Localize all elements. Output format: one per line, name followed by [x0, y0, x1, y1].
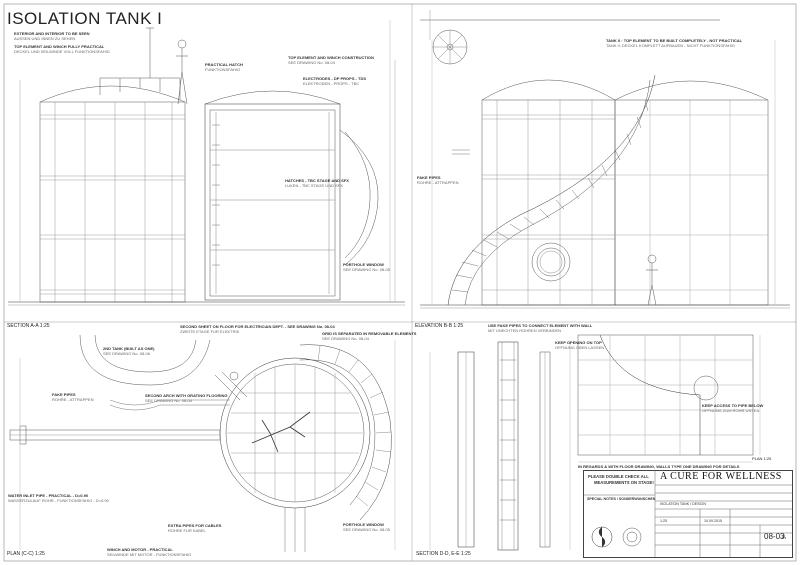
note-second-sheet: SECOND SHEET ON FLOOR FOR ELECTRICIAN DE…: [180, 324, 335, 334]
tb-special-notes: SPECIAL NOTES / SONDERWUNSCHEN: [587, 497, 656, 501]
plan-cc-drawing: [9, 334, 396, 552]
human-figure-bb: [647, 254, 657, 264]
title-block-grid: [583, 470, 793, 558]
studio-logo: [591, 526, 642, 548]
tank-bb-body: [481, 99, 616, 306]
note-tank-two: TANK II : TOP ELEMENT TO BE BUILT COMPLE…: [606, 38, 743, 48]
section-aa-label: SECTION A-A 1:25: [7, 323, 50, 329]
note-connect-wall: USE FAKE PIPES TO CONNECT ELEMENT WITH W…: [488, 323, 593, 333]
small-plan-frame: [577, 334, 754, 456]
title-block: [583, 470, 793, 558]
section-tank-body: [204, 103, 341, 301]
left-tank-dome: [39, 85, 186, 103]
note-second-tank: 2ND TANK (BUILT AS ONE)SEE DRAWING No. 0…: [103, 346, 155, 356]
tb-date: 10.09.2015: [704, 519, 722, 523]
section-bb-label: ELEVATION B-B 1:25: [415, 323, 464, 329]
section-cc-label: PLAN (C-C) 1:25: [7, 551, 45, 557]
small-plan-arc: [599, 334, 701, 455]
porthole-window: [531, 242, 571, 282]
tb-scale: 1:25: [660, 519, 667, 523]
sheet-title: ISOLATION TANK I: [7, 9, 163, 28]
left-tank-body: [39, 101, 186, 303]
human-figure-aa: [177, 39, 187, 49]
tank-bb2-body: [614, 99, 769, 306]
plan-spiral-stair: [299, 344, 392, 521]
sheet-frame: [3, 3, 797, 562]
section-aa-drawing: [8, 20, 405, 306]
wall-section-e: [497, 341, 519, 551]
tank-bb-dome: [481, 79, 616, 101]
small-plan-label: PLAN 1:25: [752, 456, 772, 461]
section-dd-drawing: [429, 334, 761, 551]
note-floor-drawing: IN REGARDS & WITH FLOOR DRAWING, WALLS T…: [578, 464, 740, 469]
tb-brand: A CURE FOR WELLNESS: [660, 471, 782, 482]
tb-sheet-number: 08-03: [764, 532, 785, 541]
tb-warning-title: PLEASE DOUBLE CHECK ALL: [588, 474, 649, 479]
section-dd-label: SECTION D-D, E-E 1:25: [416, 551, 471, 557]
human-figure-plan: [251, 411, 311, 453]
tb-drawing-name: ISOLATION TANK / DESIGN: [660, 502, 706, 506]
tb-warning-sub: MEASUREMENTS ON STAGE!: [594, 480, 654, 485]
section-tank-dome: [204, 90, 341, 105]
tank-bb2-dome: [614, 80, 769, 101]
second-tank-arc: [79, 334, 211, 386]
tb-revision: A: [782, 535, 787, 541]
elevation-bb-drawing: [420, 10, 790, 309]
spiral-stair-outer: [447, 74, 656, 306]
